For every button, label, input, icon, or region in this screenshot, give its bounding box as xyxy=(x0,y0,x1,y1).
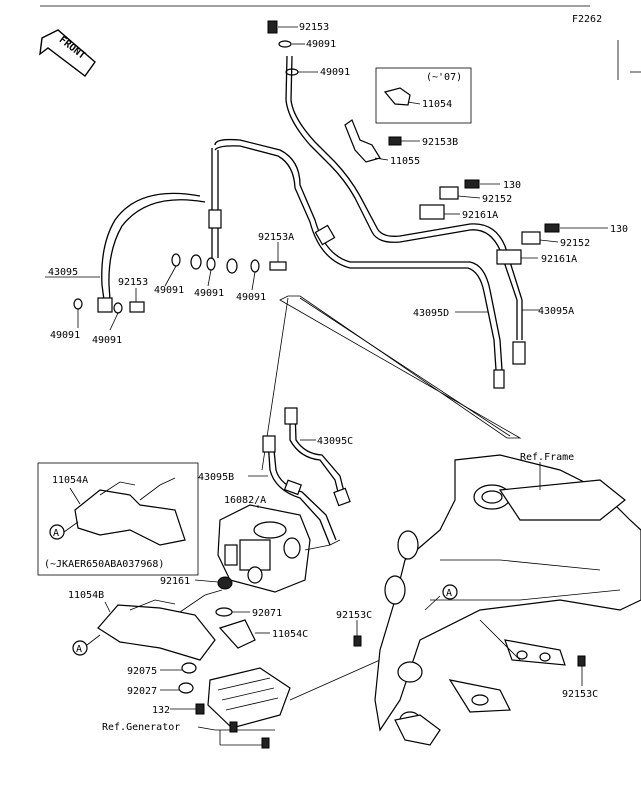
label-92161A-a: 92161A xyxy=(462,210,498,221)
label-43095D: 43095D xyxy=(413,308,449,319)
front-arrow-icon: FRONT xyxy=(39,29,96,77)
clamp-11054-icon xyxy=(383,87,411,106)
grommet-92071 xyxy=(215,607,233,617)
label-92152-b: 92152 xyxy=(560,238,590,249)
label-11054A: 11054A xyxy=(52,475,88,486)
bracket-11054A-icon xyxy=(74,477,186,546)
label-43095: 43095 xyxy=(48,267,78,278)
top-banjo-bolt xyxy=(267,20,299,76)
bracket-11054B-icon xyxy=(97,589,223,661)
note-box-vin xyxy=(37,462,199,576)
damper-92075 xyxy=(181,662,197,674)
note-vin: (~JKAER650ABA037968) xyxy=(44,559,164,570)
callout-a-left xyxy=(72,640,88,656)
callout-a-frame-text: A xyxy=(446,588,452,599)
label-92071: 92071 xyxy=(252,608,282,619)
hose-end-fitting xyxy=(512,341,526,365)
washer-set-center xyxy=(171,253,287,274)
label-92152-a: 92152 xyxy=(482,194,512,205)
abs-unit-icon xyxy=(217,504,341,593)
label-16082A: 16082/A xyxy=(224,495,266,506)
callout-a-left-text: A xyxy=(76,644,82,655)
callout-a-box xyxy=(49,524,65,540)
label-11055: 11055 xyxy=(390,156,420,167)
label-11054C: 11054C xyxy=(272,629,308,640)
fitting-group-a xyxy=(419,179,480,220)
label-43095A: 43095A xyxy=(538,306,574,317)
label-11054B: 11054B xyxy=(68,590,104,601)
label-92153-top: 92153 xyxy=(299,22,329,33)
hose-43095D xyxy=(214,138,503,371)
label-49091-l2: 49091 xyxy=(92,335,122,346)
label-92153B: 92153B xyxy=(422,137,458,148)
label-49091-l4: 49091 xyxy=(194,288,224,299)
label-92153-left: 92153 xyxy=(118,277,148,288)
label-132: 132 xyxy=(152,705,170,716)
bolt-92153C-right xyxy=(577,655,586,667)
label-130-b: 130 xyxy=(610,224,628,235)
label-49091-l1: 49091 xyxy=(50,330,80,341)
label-11054-box: 11054 xyxy=(422,99,452,110)
hose-43095B xyxy=(267,439,331,546)
label-92027: 92027 xyxy=(127,686,157,697)
grommet-92161 xyxy=(217,576,233,590)
label-92161A-b: 92161A xyxy=(541,254,577,265)
label-92075: 92075 xyxy=(127,666,157,677)
label-92153C-a: 92153C xyxy=(336,610,372,621)
figure-code: F2262 xyxy=(572,14,602,25)
label-92153A: 92153A xyxy=(258,232,294,243)
collar-92027 xyxy=(178,682,194,694)
label-43095C: 43095C xyxy=(317,436,353,447)
bolt-92153C-left xyxy=(353,635,362,647)
hose-43095C xyxy=(289,410,341,501)
label-49091-mid: 49091 xyxy=(320,67,350,78)
label-92153C-b: 92153C xyxy=(562,689,598,700)
label-49091-l5: 49091 xyxy=(236,292,266,303)
note-upto07: (~'07) xyxy=(426,72,462,83)
fitting-group-b xyxy=(496,223,560,265)
ref-frame: Ref.Frame xyxy=(520,452,574,463)
label-92161: 92161 xyxy=(160,576,190,587)
label-43095B: 43095B xyxy=(198,472,234,483)
label-49091-top: 49091 xyxy=(306,39,336,50)
label-130-a: 130 xyxy=(503,180,521,191)
hose-43095A xyxy=(285,55,518,340)
frame-icon xyxy=(374,454,641,746)
clamp-11055-icon xyxy=(344,119,381,163)
bolt-132 xyxy=(195,703,205,715)
clamp-11054C-icon xyxy=(218,619,256,649)
hose-43095 xyxy=(101,192,201,301)
regulator-icon xyxy=(207,667,291,729)
callout-a-frame xyxy=(442,584,458,600)
ref-generator: Ref.Generator xyxy=(102,722,180,733)
label-49091-l3: 49091 xyxy=(154,285,184,296)
callout-a-box-text: A xyxy=(53,528,59,539)
note-box-upto07 xyxy=(375,67,472,124)
